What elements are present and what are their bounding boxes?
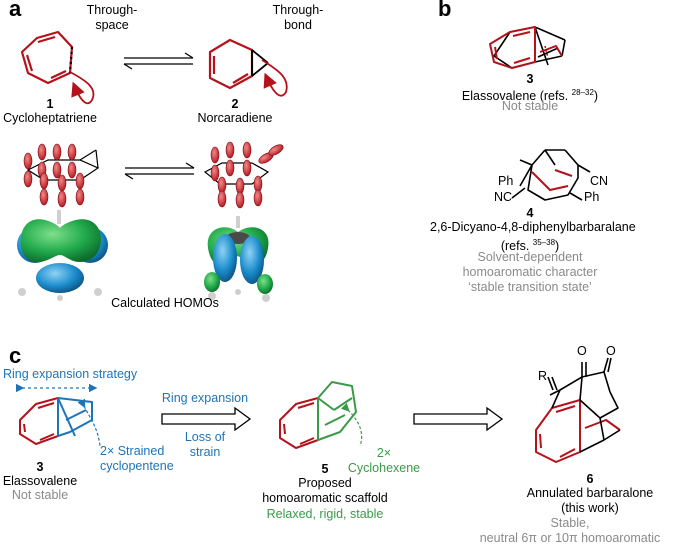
mol6-props: Stable, neutral 6π or 10π homoaromatic (470, 516, 670, 546)
barbaralane-structure (511, 149, 591, 201)
ph-left-label: Ph (498, 174, 514, 188)
mol4-name: 2,6-Dicyano-4,8-diphenylbarbaralane (430, 220, 636, 234)
mol3b-status: Not stable (501, 99, 559, 113)
equilibrium-arrows-middle (124, 162, 195, 180)
panel-a-letter: a (9, 0, 22, 21)
mol3c-name: Elassovalene (2, 474, 78, 488)
mol3b-name: Elassovalene (refs. 28–32) (440, 85, 620, 104)
homoaromatic-scaffold-structure (279, 381, 363, 449)
mol2-name: Norcaradiene (197, 111, 273, 125)
mol4-refs-line: (refs. 35–38) (480, 235, 580, 254)
homo-orbital-left (17, 210, 108, 301)
mol5-name-line1: Proposed (298, 476, 352, 490)
through-space-line2: space (95, 18, 129, 32)
ph-right-label: Ph (584, 190, 600, 204)
strained-line2: cyclopentene (100, 459, 174, 473)
r-group-label: R (538, 369, 548, 383)
mol3b-close: ) (593, 89, 599, 104)
mol5-name-line2: homoaromatic scaffold (262, 491, 388, 505)
mol4-refs-open: (refs. (500, 239, 533, 254)
mol4-desc: Solvent-dependent homoaromatic character… (440, 250, 620, 295)
cyclohexene-line2: Cyclohexene (347, 461, 421, 475)
through-bond-line2: bond (284, 18, 312, 32)
mol2-number: 2 (231, 97, 239, 111)
mol6-name-line1: Annulated barbaralone (526, 486, 654, 500)
mol4-number: 4 (526, 206, 534, 220)
cycloheptatriene-structure (20, 30, 95, 105)
elassovalene-structure-c (16, 383, 101, 447)
homos-label: Calculated HOMOs (111, 296, 219, 310)
loss-of-strain-line1: Loss of (184, 430, 226, 444)
mol3b-refs: 28–32 (571, 88, 594, 97)
through-space-line1: Through- (86, 3, 138, 17)
through-bond-line1: Through- (272, 3, 324, 17)
strained-cyclopentene-label: 2× Strained cyclopentene (100, 444, 180, 474)
ring-expansion-strategy-label: Ring expansion strategy (3, 367, 138, 381)
p-orbital-diagram-left (23, 143, 100, 208)
mol4-desc-line1: Solvent-dependent (477, 250, 583, 264)
norcaradiene-structure (208, 38, 288, 97)
strained-line1: 2× Strained (100, 444, 165, 458)
equilibrium-arrows-top (123, 52, 194, 70)
through-space-label: Through- space (82, 3, 142, 33)
homo-orbital-right (204, 216, 273, 302)
mol5-props: Relaxed, rigid, stable (266, 507, 384, 521)
mol3b-number: 3 (526, 72, 534, 86)
mol5-number: 5 (321, 462, 329, 476)
nc-left-label: NC (494, 190, 513, 204)
mol3c-number: 3 (36, 460, 44, 474)
mol6-name-line2: (this work) (561, 501, 619, 515)
panel-c-letter: c (9, 343, 22, 368)
elassovalene-structure-b (489, 26, 566, 69)
mol1-number: 1 (46, 97, 54, 111)
mol4-refs: 35–38 (532, 238, 556, 247)
loss-of-strain-label: Loss of strain (160, 430, 250, 460)
annulated-barbaralone-structure (535, 357, 621, 463)
mol4-refs-close: ) (555, 239, 560, 254)
cyclohexene-label: 2× Cyclohexene (344, 446, 424, 476)
mol6-props-line2: neutral 6π or 10π homoaromatic (479, 531, 661, 545)
mol4-desc-line3: ‘stable transition state’ (468, 280, 592, 294)
ring-expansion-arrow (161, 406, 252, 432)
panel-b-letter: b (438, 0, 452, 21)
mol3c-status: Not stable (11, 488, 69, 502)
oxygen-label-1: O (577, 344, 587, 358)
oxygen-label-2: O (606, 344, 616, 358)
cn-right-label: CN (590, 174, 609, 188)
through-bond-label: Through- bond (268, 3, 328, 33)
mol4-desc-line2: homoaromatic character (462, 265, 598, 279)
mol3b-name-text: Elassovalene (refs. (461, 89, 572, 104)
mol6-name: Annulated barbaralone (this work) (510, 486, 670, 516)
mol6-props-line1: Stable, (550, 516, 590, 530)
mol1-name: Cycloheptatriene (3, 111, 97, 125)
mol5-name: Proposed homoaromatic scaffold (245, 476, 405, 506)
loss-of-strain-line2: strain (189, 445, 221, 459)
ring-expansion-label: Ring expansion (161, 391, 249, 405)
mol6-number: 6 (586, 472, 594, 486)
cyclohexene-line1: 2× (376, 446, 392, 460)
annulation-arrow (413, 406, 504, 432)
p-orbital-diagram-right (203, 141, 284, 209)
